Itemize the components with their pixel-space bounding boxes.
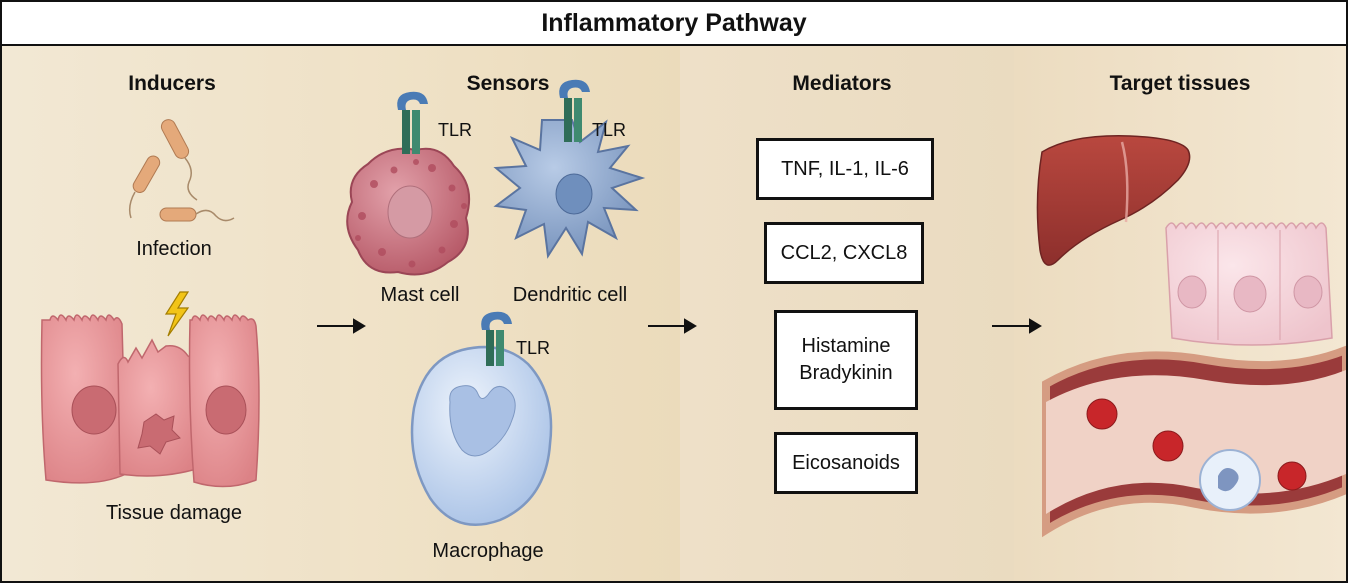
mediator-line: CCL2, CXCL8 xyxy=(780,241,908,264)
dendritic-cell-tlr-label: TLR xyxy=(592,120,627,140)
bacteria-icon xyxy=(128,119,235,222)
target-tissues-header: Target tissues xyxy=(1109,72,1251,95)
mediator-line: Histamine xyxy=(801,335,891,357)
tlr-receptor-icon xyxy=(559,79,590,142)
arrow-icon xyxy=(648,318,697,334)
lightning-bolt-icon xyxy=(164,291,190,337)
mediators-header: Mediators xyxy=(792,72,892,95)
epithelium-icon xyxy=(1165,222,1333,346)
mediator-box: Eicosanoids xyxy=(774,432,918,494)
mast-cell-label: Mast cell xyxy=(380,284,460,306)
tlr-receptor-icon xyxy=(481,311,512,366)
mediator-box: TNF, IL-1, IL-6 xyxy=(756,138,934,200)
mediator-box: Histamine Bradykinin xyxy=(774,310,918,410)
tlr-receptor-icon xyxy=(397,91,428,154)
diagram-title: Inflammatory Pathway xyxy=(2,2,1346,46)
arrow-icon xyxy=(317,318,366,334)
macrophage-tlr-label: TLR xyxy=(516,338,551,358)
mast-cell-tlr-label: TLR xyxy=(438,120,473,140)
dendritic-cell-icon xyxy=(493,119,646,259)
damaged-epithelium-icon xyxy=(40,314,260,488)
mediator-line: Eicosanoids xyxy=(792,451,900,474)
blood-vessel-icon xyxy=(1042,345,1346,538)
mast-cell-icon xyxy=(346,147,470,276)
macrophage-icon xyxy=(410,345,553,526)
sensors-header: Sensors xyxy=(466,72,550,95)
mediator-line: Bradykinin xyxy=(799,362,893,384)
tissue-damage-label: Tissue damage xyxy=(106,502,242,524)
dendritic-cell-label: Dendritic cell xyxy=(512,284,628,306)
arrow-icon xyxy=(992,318,1042,334)
mediator-box: CCL2, CXCL8 xyxy=(764,222,924,284)
infection-label: Infection xyxy=(136,238,212,260)
liver-icon xyxy=(1036,135,1191,266)
mediator-line: TNF, IL-1, IL-6 xyxy=(781,157,909,180)
macrophage-label: Macrophage xyxy=(432,540,544,562)
inducers-header: Inducers xyxy=(128,72,216,95)
